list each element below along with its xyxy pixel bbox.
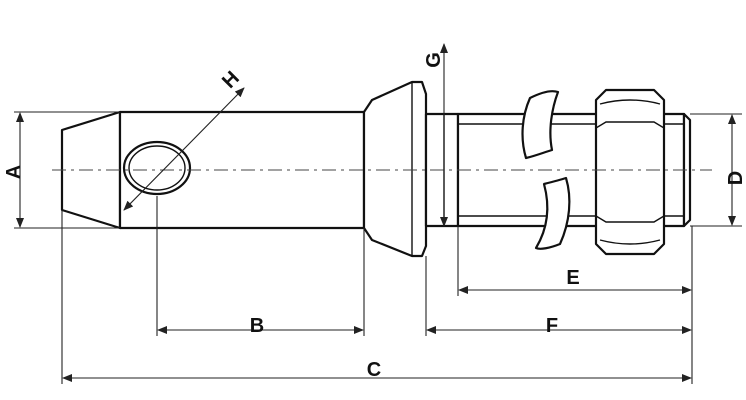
dimension-f: F <box>426 315 692 337</box>
hex-nut-outline <box>594 88 666 256</box>
dimension-d: D <box>690 113 746 227</box>
dimension-label-a: A <box>3 165 25 179</box>
dimension-e: E <box>458 267 692 294</box>
hex-nut-lower-face <box>595 215 665 223</box>
spring-washer-top-half <box>521 90 560 160</box>
hex-nut-chamfer-top <box>599 99 661 105</box>
pin-thread-end <box>682 112 692 228</box>
dimension-label-h: H <box>218 67 244 93</box>
dimension-label-g: G <box>423 52 445 68</box>
cross-hole <box>122 140 192 196</box>
dimension-label-c: C <box>367 359 381 381</box>
dimension-c: C <box>62 359 692 382</box>
dimension-label-b: B <box>250 315 264 337</box>
dimension-b: B <box>157 315 364 337</box>
pin-collar <box>362 80 428 258</box>
dimension-label-d: D <box>725 171 746 185</box>
dimension-label-f: F <box>546 315 558 337</box>
dimension-g: G <box>423 43 448 227</box>
hex-nut <box>594 88 666 256</box>
cross-hole-outer <box>122 140 192 196</box>
spring-washer <box>521 90 571 250</box>
dimension-a: A <box>3 111 120 229</box>
spring-washer-bottom-half <box>534 176 571 250</box>
dimension-label-e: E <box>566 267 579 289</box>
hex-nut-upper-face <box>595 121 665 129</box>
hex-nut-chamfer-bottom <box>599 239 661 245</box>
